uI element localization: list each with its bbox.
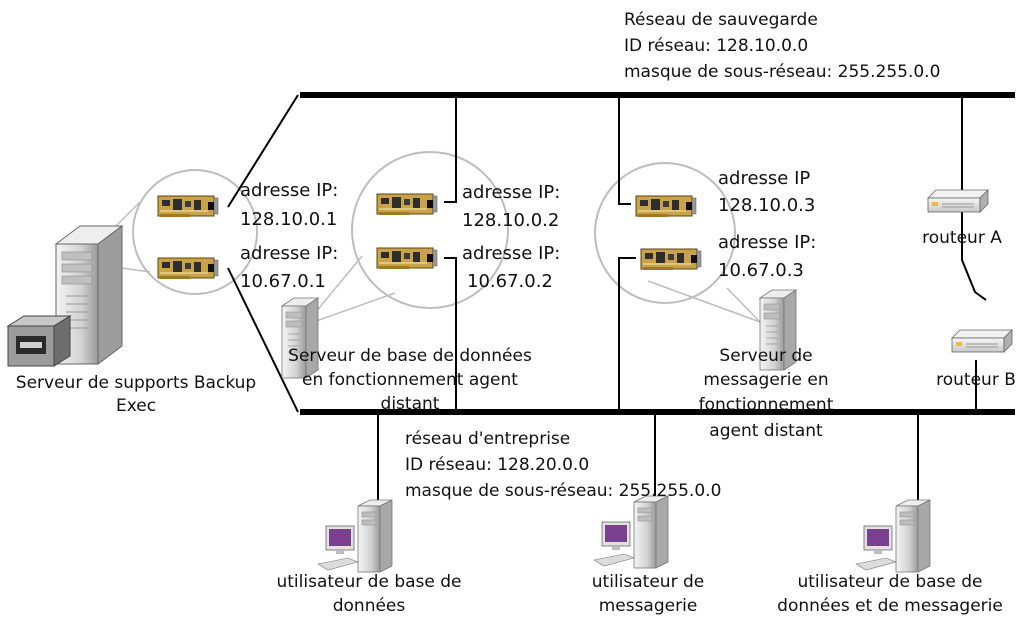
db-nic1-ip: 128.10.0.2	[462, 210, 559, 231]
db-nic2-ip: 10.67.0.2	[467, 271, 553, 292]
media-server-icon	[6, 225, 124, 367]
db-user-label-line2: données	[333, 596, 406, 616]
db-mail-user-workstation-icon	[855, 499, 931, 573]
db-server-label-line2: en fonctionnement agent	[302, 370, 518, 390]
db-server-label-line3: distant	[381, 394, 440, 414]
mail-user-workstation-icon	[593, 495, 669, 569]
corporate-network-id: ID réseau: 128.20.0.0	[405, 455, 589, 475]
nic-card-db-backup	[376, 193, 438, 216]
mail-server-label-line1: Serveur de	[719, 346, 812, 366]
db-mail-user-label-line2: données et de messagerie	[777, 596, 1003, 616]
corporate-network-mask: masque de sous-réseau: 255.255.0.0	[405, 481, 721, 501]
mail-nic2-label: adresse IP:	[718, 232, 816, 253]
mail-nic1-label: adresse IP	[718, 168, 810, 189]
nic-card-media-corporate	[157, 257, 219, 280]
router-a-label: routeur A	[922, 228, 1002, 248]
db-nic1-label: adresse IP:	[462, 182, 560, 203]
mail-server-zoom-circle	[594, 162, 736, 304]
media-nic1-ip: 128.10.0.1	[240, 209, 337, 230]
mail-nic2-ip: 10.67.0.3	[718, 260, 804, 281]
nic-card-mail-corporate	[640, 248, 702, 271]
mail-user-label-line1: utilisateur de	[592, 572, 704, 592]
media-server-zoom-circle	[132, 169, 258, 295]
db-user-label-line1: utilisateur de base de	[276, 572, 461, 592]
db-nic2-label: adresse IP:	[462, 243, 560, 264]
router-b-label: routeur B	[936, 370, 1016, 390]
backup-network-title: Réseau de sauvegarde	[624, 10, 818, 30]
mail-server-label-line3: fonctionnement	[699, 395, 834, 415]
corporate-network-title: réseau d'entreprise	[405, 429, 570, 449]
db-mail-user-label-line1: utilisateur de base de	[797, 572, 982, 592]
connection-cables	[227, 94, 987, 525]
media-nic1-label: adresse IP:	[240, 180, 338, 201]
db-server-icon	[281, 297, 319, 379]
media-server-label-line1: Serveur de supports Backup	[16, 373, 256, 393]
media-nic2-label: adresse IP:	[240, 243, 338, 264]
nic-card-mail-backup	[635, 195, 697, 218]
nic-card-media-backup	[157, 195, 219, 218]
mail-server-label-line2: messagerie en	[703, 370, 828, 390]
backup-network-id: ID réseau: 128.10.0.0	[624, 36, 808, 56]
mail-user-label-line2: messagerie	[599, 596, 698, 616]
router-b-icon	[951, 329, 1013, 353]
db-user-workstation-icon	[317, 499, 393, 573]
db-server-label-line1: Serveur de base de données	[288, 346, 532, 366]
media-server-label-line2: Exec	[116, 396, 156, 416]
nic-card-db-corporate	[376, 247, 438, 270]
mail-nic1-ip: 128.10.0.3	[718, 195, 815, 216]
db-server-zoom-circle	[351, 151, 509, 309]
router-a-icon	[927, 189, 989, 213]
mail-server-label-line4: agent distant	[709, 421, 823, 441]
media-nic2-ip: 10.67.0.1	[240, 271, 326, 292]
backup-network-mask: masque de sous-réseau: 255.255.0.0	[624, 62, 940, 82]
